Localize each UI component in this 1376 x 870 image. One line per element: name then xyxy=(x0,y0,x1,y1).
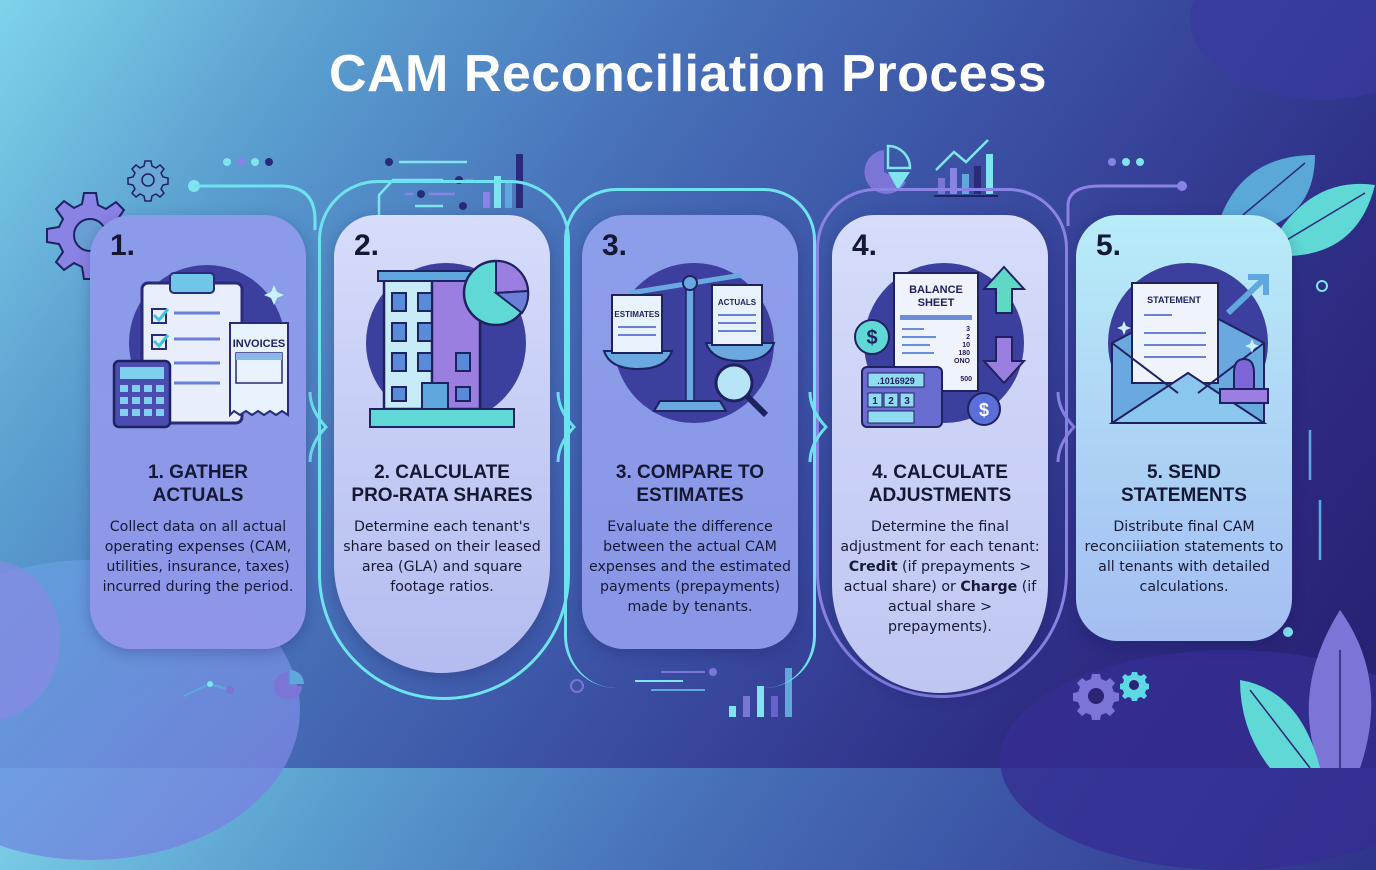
line-chart-decoration xyxy=(183,670,304,700)
step-heading-line-1: 3. COMPARE TO xyxy=(615,462,765,483)
circuit-lines-right xyxy=(1308,430,1322,560)
pie-chart-decoration-icon xyxy=(864,144,912,194)
svg-text:3: 3 xyxy=(966,326,970,333)
svg-text:$: $ xyxy=(866,327,877,349)
svg-text:ESTIMATES: ESTIMATES xyxy=(614,310,660,319)
description-text: (if actual share > prepayments). xyxy=(888,579,1037,635)
leaves-bottom-right-icon xyxy=(1240,610,1372,768)
step-number: 1. xyxy=(110,229,136,262)
chevron-connector-3 xyxy=(808,392,829,462)
bottom-center-decoration xyxy=(570,668,792,717)
svg-text:.1016929: .1016929 xyxy=(877,376,915,386)
gears-bottom-right-icon xyxy=(1073,672,1149,720)
step-heading-line-2: ADJUSTMENTS xyxy=(868,485,1012,506)
chevron-connector-1 xyxy=(308,392,329,462)
svg-text:3: 3 xyxy=(904,396,910,407)
step-number: 3. xyxy=(602,229,628,262)
step-description: Evaluate the difference between the actu… xyxy=(588,519,792,615)
step-description: Collect data on all actual operating exp… xyxy=(102,519,294,595)
step-description: Distribute final CAM reconciiiation stat… xyxy=(1084,519,1284,595)
card-2-outline-frame xyxy=(318,180,570,700)
svg-text:500: 500 xyxy=(960,376,972,383)
gear-small-icon xyxy=(127,160,169,202)
envelope-statement-stamp-icon: STATEMENT xyxy=(1108,263,1269,424)
svg-text:SHEET: SHEET xyxy=(918,297,955,309)
ring-decoration xyxy=(1316,280,1328,292)
balance-scale-icon: ESTIMATES ACTUALS xyxy=(602,263,776,423)
connector-line-1 xyxy=(188,180,317,230)
credit-label: Credit xyxy=(848,559,898,575)
clipboard-invoices-calculator-icon: INVOICES xyxy=(112,265,289,429)
svg-text:ONO: ONO xyxy=(954,358,971,365)
building-pie-ruler-icon xyxy=(366,259,530,428)
description-text: Determine the final adjustment for each … xyxy=(840,519,1040,555)
step-number: 2. xyxy=(354,229,380,262)
connector-line-5 xyxy=(1066,181,1187,226)
step-heading-line-1: 2. CALCULATE xyxy=(374,462,510,483)
step-number: 5. xyxy=(1096,229,1122,262)
svg-text:10: 10 xyxy=(962,342,970,349)
step-heading-line-2: ESTIMATES xyxy=(636,485,744,506)
dots-decoration-right xyxy=(1108,158,1144,166)
dots-decoration xyxy=(223,158,273,166)
page-title: CAM Reconciliation Process xyxy=(328,45,1048,103)
step-heading-line-2: ACTUALS xyxy=(152,485,244,506)
step-heading-line-2: STATEMENTS xyxy=(1121,485,1247,506)
step-number: 4. xyxy=(852,229,878,262)
svg-text:BALANCE: BALANCE xyxy=(909,284,963,296)
charge-label: Charge xyxy=(960,579,1018,595)
chevron-connector-2 xyxy=(556,392,577,462)
svg-text:2: 2 xyxy=(888,396,894,407)
svg-text:ACTUALS: ACTUALS xyxy=(718,298,757,307)
svg-text:$: $ xyxy=(979,400,989,420)
step-heading-line-1: 4. CALCULATE xyxy=(872,462,1008,483)
svg-text:180: 180 xyxy=(958,350,970,357)
step-heading-line-2: PRO-RATA SHARES xyxy=(351,485,533,506)
card-4-outline-frame xyxy=(816,188,1068,698)
step-heading-line-1: 1. GATHER xyxy=(148,462,248,483)
svg-text:2: 2 xyxy=(966,334,970,341)
step-heading-line-1: 5. SEND xyxy=(1147,462,1221,483)
svg-text:INVOICES: INVOICES xyxy=(233,338,286,350)
step-description: Determine each tenant's share based on t… xyxy=(343,519,541,595)
svg-text:1: 1 xyxy=(872,396,878,407)
chevron-connector-4 xyxy=(1056,392,1077,462)
svg-text:STATEMENT: STATEMENT xyxy=(1147,295,1201,305)
description-text: (if prepayments > actual share) or xyxy=(843,559,1032,595)
step-description: Determine the final adjustment for each … xyxy=(836,517,1044,637)
